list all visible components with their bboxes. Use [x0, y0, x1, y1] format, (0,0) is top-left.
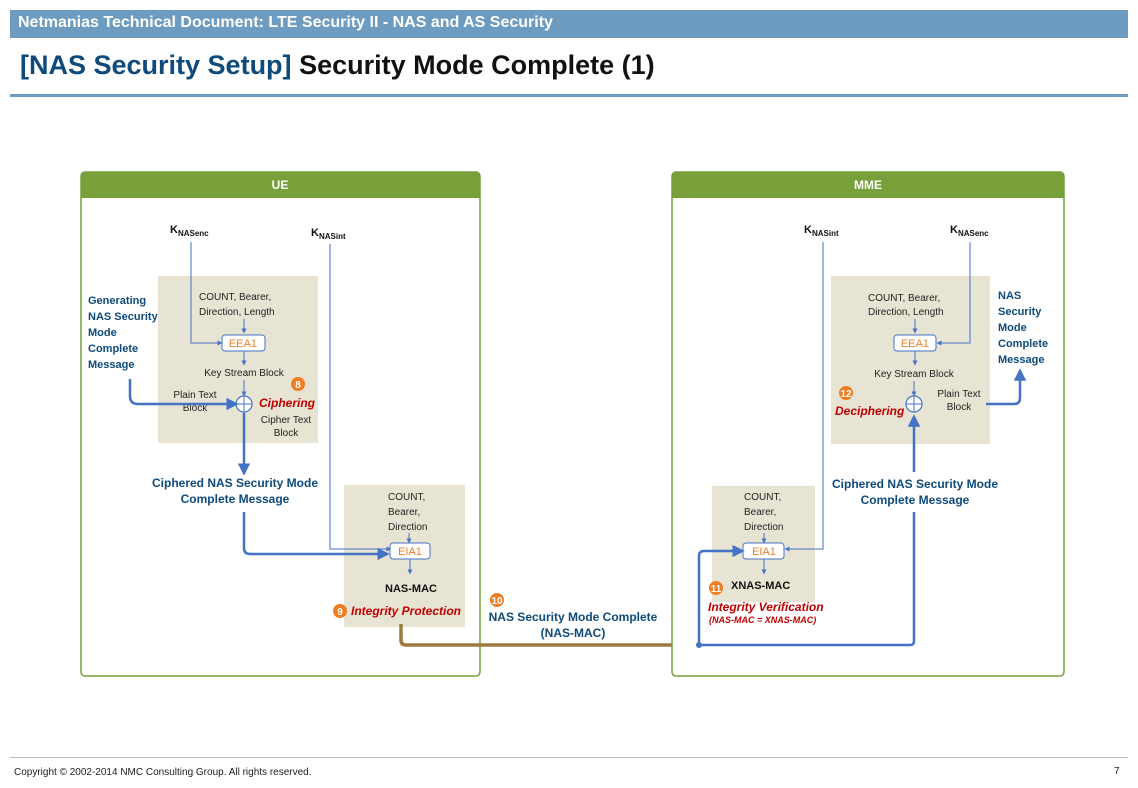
svg-text:Message: Message — [998, 354, 1044, 366]
document-header-text: Netmanias Technical Document: LTE Securi… — [18, 14, 553, 31]
mme-xnas-mac-label: XNAS-MAC — [731, 580, 790, 592]
title-main: Security Mode Complete (1) — [299, 50, 655, 80]
svg-text:Direction, Length: Direction, Length — [868, 307, 944, 318]
title-bracket: [NAS Security Setup] — [20, 50, 292, 80]
svg-text:Block: Block — [947, 402, 972, 413]
ue-ciphered-message-label: Ciphered NAS Security Mode Complete Mess… — [152, 476, 318, 506]
svg-text:COUNT, Bearer,: COUNT, Bearer, — [199, 292, 271, 303]
ue-eia1-label: EIA1 — [398, 546, 422, 558]
footer-divider — [10, 757, 1128, 758]
ue-step-8-badge — [291, 377, 305, 391]
transfer-message-label: NAS Security Mode Complete (NAS-MAC) — [489, 610, 658, 640]
svg-text:Complete: Complete — [88, 343, 138, 355]
ue-cipher-box — [158, 276, 318, 443]
svg-text:COUNT,: COUNT, — [744, 492, 781, 503]
mme-step-12-badge — [839, 386, 853, 400]
svg-text:Complete: Complete — [998, 338, 1048, 350]
mme-key-stream-label: Key Stream Block — [874, 369, 954, 380]
svg-text:Ciphered NAS Security Mode: Ciphered NAS Security Mode — [832, 477, 998, 491]
ue-xor-symbol — [235, 395, 253, 413]
svg-text:Direction: Direction — [744, 522, 783, 533]
svg-text:Direction: Direction — [388, 522, 427, 533]
svg-text:Complete Message: Complete Message — [181, 492, 290, 506]
ue-ciphering-label: Ciphering — [259, 396, 316, 410]
svg-text:Cipher Text: Cipher Text — [261, 415, 312, 426]
page-number: 7 — [1114, 766, 1120, 777]
transfer-arrow — [399, 624, 695, 652]
svg-text:Block: Block — [274, 428, 299, 439]
ue-generating-label: Generating NAS Security Mode Complete Me… — [88, 295, 159, 371]
ue-step-9-badge — [333, 604, 347, 618]
mme-eea1-label: EEA1 — [901, 338, 929, 350]
ue-integrity-params: COUNT, Bearer, Direction — [388, 492, 427, 533]
mme-ciphered-message-label: Ciphered NAS Security Mode Complete Mess… — [832, 477, 998, 507]
svg-text:(NAS-MAC): (NAS-MAC) — [541, 626, 606, 640]
ue-eea1-label: EEA1 — [229, 338, 257, 350]
mme-nas-message-label: NAS Security Mode Complete Message — [998, 290, 1048, 366]
svg-text:9: 9 — [337, 607, 343, 618]
svg-text:12: 12 — [840, 389, 852, 400]
ue-panel-title: UE — [272, 178, 289, 192]
svg-text:COUNT, Bearer,: COUNT, Bearer, — [868, 293, 940, 304]
document-header-bar: Netmanias Technical Document: LTE Securi… — [10, 10, 1128, 38]
ue-key-stream-label: Key Stream Block — [204, 368, 284, 379]
title-divider — [10, 94, 1128, 97]
mme-key-nasenc: KNASenc — [950, 224, 989, 238]
mme-integrity-params: COUNT, Bearer, Direction — [744, 492, 783, 533]
svg-text:NAS Security: NAS Security — [88, 311, 159, 323]
ue-key-nasenc: KNASenc — [170, 224, 209, 238]
svg-text:Bearer,: Bearer, — [388, 507, 420, 518]
ue-plain-text-label: Plain Text Block — [173, 390, 216, 414]
svg-text:Generating: Generating — [88, 295, 146, 307]
ue-integrity-protection-label: Integrity Protection — [351, 604, 461, 618]
mme-deciphering-label: Deciphering — [835, 404, 905, 418]
svg-text:11: 11 — [711, 584, 722, 595]
ue-nas-mac-label: NAS-MAC — [385, 583, 437, 595]
svg-text:Complete Message: Complete Message — [861, 493, 970, 507]
svg-text:Mode: Mode — [88, 327, 117, 339]
svg-text:Message: Message — [88, 359, 134, 371]
svg-text:Block: Block — [183, 403, 208, 414]
svg-text:Security: Security — [998, 306, 1042, 318]
ue-cipher-params: COUNT, Bearer, Direction, Length — [199, 292, 275, 318]
svg-text:Plain Text: Plain Text — [937, 389, 980, 400]
page-title: [NAS Security Setup] Security Mode Compl… — [20, 50, 655, 81]
mme-panel-title: MME — [854, 178, 882, 192]
svg-text:NAS Security Mode Complete: NAS Security Mode Complete — [489, 610, 658, 624]
mme-mac-compare-label: (NAS-MAC = XNAS-MAC) — [709, 615, 816, 625]
mme-step-11-badge — [709, 581, 723, 595]
mme-eia1-label: EIA1 — [752, 546, 776, 558]
svg-text:Ciphered NAS Security Mode: Ciphered NAS Security Mode — [152, 476, 318, 490]
transfer-step-10-badge — [490, 593, 504, 607]
svg-text:Bearer,: Bearer, — [744, 507, 776, 518]
mme-cipher-params: COUNT, Bearer, Direction, Length — [868, 293, 944, 318]
ue-cipher-text-label: Cipher Text Block — [261, 415, 312, 439]
svg-text:8: 8 — [295, 380, 301, 391]
svg-text:Plain Text: Plain Text — [173, 390, 216, 401]
mme-integrity-verification-label: Integrity Verification — [708, 600, 824, 614]
mme-key-nasint: KNASint — [804, 224, 839, 238]
svg-text:10: 10 — [491, 596, 503, 607]
svg-text:Mode: Mode — [998, 322, 1027, 334]
svg-text:COUNT,: COUNT, — [388, 492, 425, 503]
svg-text:Direction, Length: Direction, Length — [199, 307, 275, 318]
ue-key-nasint: KNASint — [311, 227, 346, 241]
svg-text:NAS: NAS — [998, 290, 1021, 302]
mme-plain-text-label: Plain Text Block — [937, 389, 980, 413]
copyright-text: Copyright © 2002-2014 NMC Consulting Gro… — [14, 767, 312, 778]
mme-xor-symbol — [905, 395, 923, 413]
